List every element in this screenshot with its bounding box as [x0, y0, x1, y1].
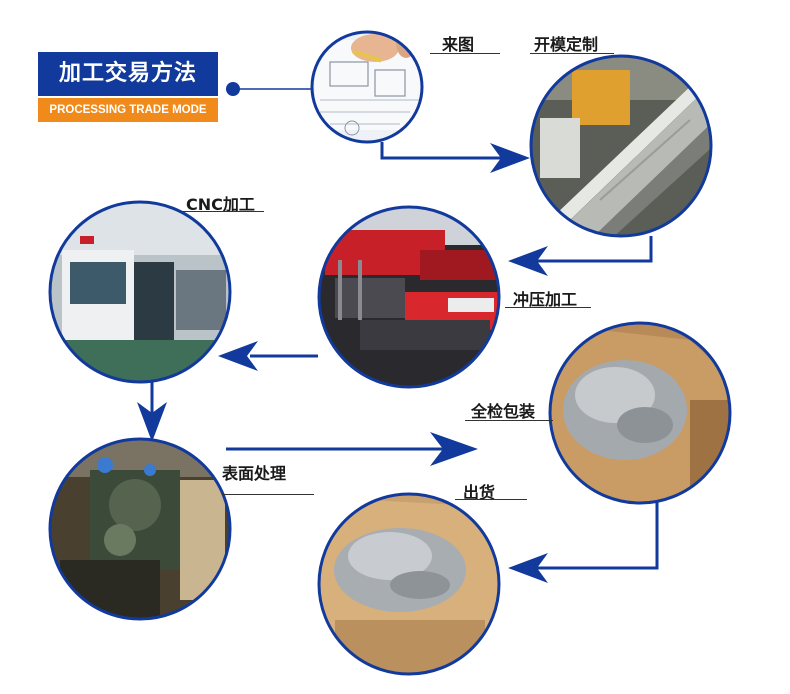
- arrow-head-right: [430, 432, 478, 466]
- label-underline: [505, 307, 591, 308]
- title-sub: PROCESSING TRADE MODE: [38, 98, 218, 122]
- arrow-mold-to-stamping: [535, 236, 653, 263]
- title-block: 加工交易方法 PROCESSING TRADE MODE: [38, 52, 218, 124]
- photo-stamping-press: [317, 205, 501, 389]
- label-underline: [180, 211, 264, 212]
- flow-arrows: [150, 142, 659, 570]
- label-underline: [465, 420, 553, 421]
- title-connector: [226, 82, 312, 96]
- step-label-stamping: 冲压加工: [513, 290, 578, 309]
- step-label-inspection: 全检包装: [471, 402, 536, 421]
- photo-shipping: [317, 492, 501, 676]
- photo-mold: [529, 54, 713, 238]
- step-label-mold: 开模定制: [534, 35, 599, 54]
- step-label-shipping: 出货: [463, 483, 496, 502]
- arrow-heads: [137, 143, 548, 583]
- step-label-surface: 表面处理: [222, 464, 287, 483]
- arrow-head-left: [508, 553, 548, 583]
- photo-cnc: [48, 200, 232, 384]
- arrow-head-left: [218, 341, 258, 371]
- label-underline: [222, 494, 314, 495]
- photo-surface-treatment: [48, 437, 232, 621]
- arrow-drawing-to-mold: [380, 142, 505, 160]
- label-underline: [430, 53, 500, 54]
- label-underline: [530, 53, 614, 54]
- arrow-inspection-to-shipping: [535, 502, 659, 570]
- step-label-cnc: CNC加工: [186, 195, 255, 214]
- label-underline: [455, 499, 527, 500]
- arrow-head-right: [490, 143, 530, 173]
- photo-inspection-packaging: [548, 321, 732, 505]
- title-main: 加工交易方法: [38, 52, 218, 96]
- arrow-head-left: [508, 246, 548, 276]
- photo-drawing: [310, 30, 424, 144]
- arrow-head-down: [137, 402, 167, 442]
- step-label-drawing: 来图: [442, 35, 475, 54]
